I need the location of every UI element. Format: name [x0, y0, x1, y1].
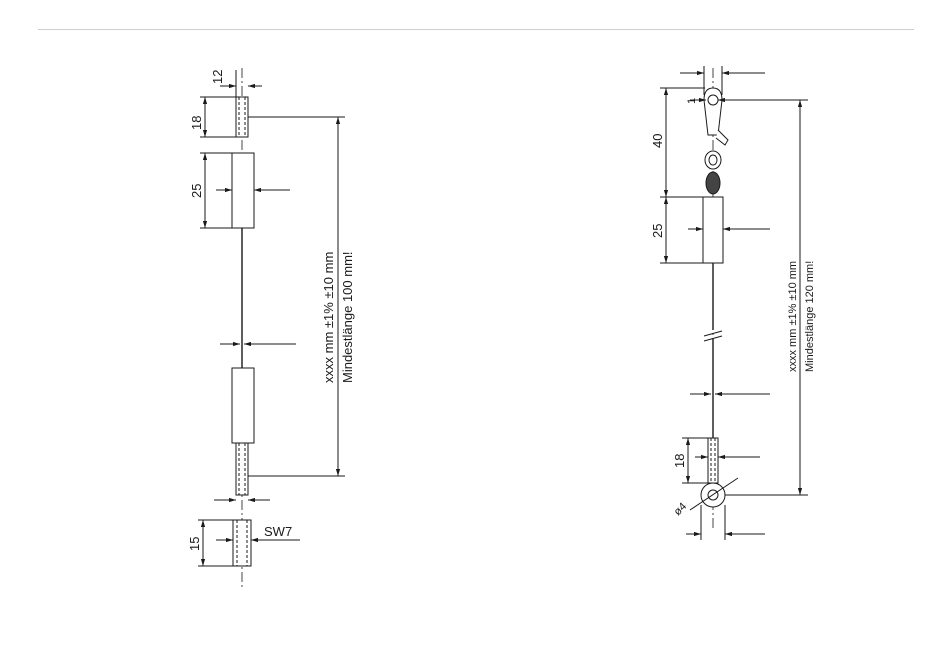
left-top-ferrule [236, 97, 248, 137]
right-dim-dia4: ø4 [672, 501, 690, 519]
right-sleeve [703, 197, 723, 263]
left-dim-12: 12 [210, 70, 225, 84]
left-bottom-sleeve [232, 368, 254, 443]
right-min-length-label: Mindestlänge 120 mm! [804, 261, 816, 372]
right-dim-1: 1 [686, 98, 698, 104]
right-dim-25: 25 [650, 224, 665, 238]
right-swivel-ring [705, 151, 721, 169]
left-dim-sw7: SW7 [264, 524, 292, 539]
left-min-length-label: Mindestlänge 100 mm! [340, 251, 355, 383]
left-nut [233, 520, 251, 566]
right-length-label: xxxx mm ±1% ±10 mm [787, 261, 799, 372]
right-ferrule [708, 438, 718, 483]
right-dim-18: 18 [672, 454, 687, 468]
left-dim-18: 18 [189, 116, 204, 130]
left-dim-25: 25 [189, 184, 204, 198]
right-dim-40: 40 [650, 134, 665, 148]
left-dim-15: 15 [187, 537, 202, 551]
left-bottom-ferrule [236, 443, 248, 495]
left-top-sleeve [232, 153, 254, 228]
left-length-label: xxxx mm ±1% ±10 mm [321, 252, 336, 383]
right-swivel-body [706, 172, 720, 194]
